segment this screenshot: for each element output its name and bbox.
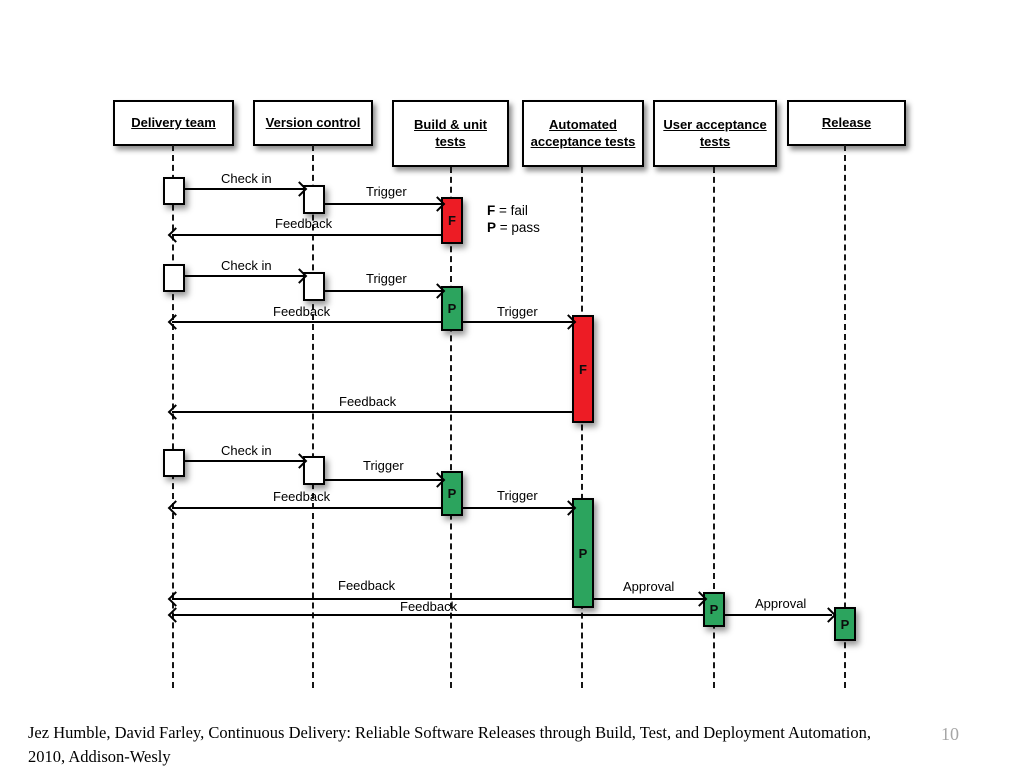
legend-letter: P bbox=[487, 220, 497, 235]
activation-box-pass: P bbox=[572, 498, 594, 608]
legend-item-pass: P = pass bbox=[487, 219, 540, 236]
message-arrow-check-in-1 bbox=[185, 181, 308, 197]
page-number: 10 bbox=[941, 724, 959, 744]
message-arrow-check-in-3 bbox=[185, 453, 308, 469]
message-arrow-approval-2 bbox=[725, 607, 837, 623]
lane-header-user-acceptance-tests: User acceptance tests bbox=[653, 100, 777, 167]
activation-box-pass: P bbox=[834, 607, 856, 641]
activation-box-pass: P bbox=[441, 286, 463, 331]
message-label: Feedback bbox=[338, 578, 396, 593]
message-label: Check in bbox=[221, 171, 272, 186]
message-label: Trigger bbox=[366, 271, 407, 286]
legend-text: = fail bbox=[499, 203, 528, 218]
message-label: Trigger bbox=[497, 488, 538, 503]
message-arrow-feedback-1 bbox=[167, 227, 441, 243]
message-arrow-feedback-5 bbox=[167, 591, 572, 607]
legend-text: = pass bbox=[499, 220, 540, 235]
activation-box bbox=[163, 449, 185, 477]
message-arrow-feedback-2 bbox=[167, 314, 441, 330]
message-arrow-check-in-2 bbox=[185, 268, 308, 284]
citation-line-2: 2010, Addison-Wesly bbox=[28, 747, 171, 766]
arrowhead-left-icon bbox=[167, 607, 184, 623]
lane-header-label: Automated acceptance tests bbox=[530, 116, 636, 149]
message-label: Feedback bbox=[273, 304, 331, 319]
activation-box-fail: F bbox=[572, 315, 594, 423]
lane-header-delivery-team: Delivery team bbox=[113, 100, 234, 146]
message-arrow-trigger-5 bbox=[463, 500, 577, 516]
lane-header-label: Version control bbox=[265, 114, 361, 130]
result-letter: P bbox=[578, 545, 588, 561]
message-label: Check in bbox=[221, 258, 272, 273]
result-letter: P bbox=[709, 602, 719, 617]
message-label: Approval bbox=[755, 596, 807, 611]
arrowhead-left-icon bbox=[167, 404, 184, 420]
lane-header-release: Release bbox=[787, 100, 906, 146]
lane-header-build-unit-tests: Build & unit tests bbox=[392, 100, 509, 167]
arrowhead-left-icon bbox=[167, 227, 184, 243]
lifeline-release bbox=[844, 145, 846, 688]
activation-box bbox=[303, 185, 325, 214]
lane-header-label: Delivery team bbox=[131, 114, 216, 130]
message-arrow-feedback-6 bbox=[167, 607, 703, 623]
lifeline-automated-acceptance-tests bbox=[581, 167, 583, 688]
activation-box bbox=[303, 272, 325, 301]
activation-box bbox=[303, 456, 325, 485]
message-label: Trigger bbox=[363, 458, 404, 473]
lane-header-label: Release bbox=[821, 114, 872, 130]
result-letter: P bbox=[447, 301, 457, 316]
arrowhead-left-icon bbox=[167, 500, 184, 516]
message-label: Trigger bbox=[497, 304, 538, 319]
result-letter: F bbox=[579, 361, 587, 377]
legend-item-fail: F = fail bbox=[487, 202, 540, 219]
message-label: Check in bbox=[221, 443, 272, 458]
legend: F = fail P = pass bbox=[487, 202, 540, 236]
activation-box-pass: P bbox=[703, 592, 725, 627]
activation-box bbox=[163, 264, 185, 292]
message-label: Feedback bbox=[339, 394, 397, 409]
message-arrow-trigger-2 bbox=[325, 283, 446, 299]
arrowhead-left-icon bbox=[167, 314, 184, 330]
activation-box-pass: P bbox=[441, 471, 463, 516]
legend-letter: F bbox=[487, 203, 496, 218]
message-arrow-trigger-3 bbox=[463, 314, 577, 330]
result-letter: P bbox=[840, 616, 850, 632]
activation-box bbox=[163, 177, 185, 205]
result-letter: P bbox=[447, 486, 457, 501]
lane-header-automated-acceptance-tests: Automated acceptance tests bbox=[522, 100, 644, 167]
activation-box-fail: F bbox=[441, 197, 463, 244]
result-letter: F bbox=[448, 213, 456, 228]
citation: Jez Humble, David Farley, Continuous Del… bbox=[28, 721, 913, 768]
lane-header-label: Build & unit tests bbox=[414, 116, 487, 149]
lifeline-delivery-team bbox=[172, 145, 174, 688]
lifeline-version-control bbox=[312, 145, 314, 688]
citation-line-1: Jez Humble, David Farley, Continuous Del… bbox=[28, 723, 871, 742]
message-arrow-approval-1 bbox=[594, 591, 708, 607]
message-arrow-trigger-1 bbox=[325, 196, 446, 212]
message-label: Feedback bbox=[273, 489, 331, 504]
arrowhead-left-icon bbox=[167, 591, 184, 607]
message-arrow-feedback-3 bbox=[167, 404, 572, 420]
message-label: Approval bbox=[623, 579, 675, 594]
lifeline-user-acceptance-tests bbox=[713, 167, 715, 688]
message-label: Feedback bbox=[400, 599, 458, 614]
lifeline-build-unit-tests bbox=[450, 167, 452, 688]
lane-header-label: User acceptance tests bbox=[663, 116, 767, 149]
lane-header-version-control: Version control bbox=[253, 100, 373, 146]
message-label: Trigger bbox=[366, 184, 407, 199]
message-label: Feedback bbox=[275, 216, 333, 231]
message-arrow-trigger-4 bbox=[325, 472, 446, 488]
message-arrow-feedback-4 bbox=[167, 500, 441, 516]
